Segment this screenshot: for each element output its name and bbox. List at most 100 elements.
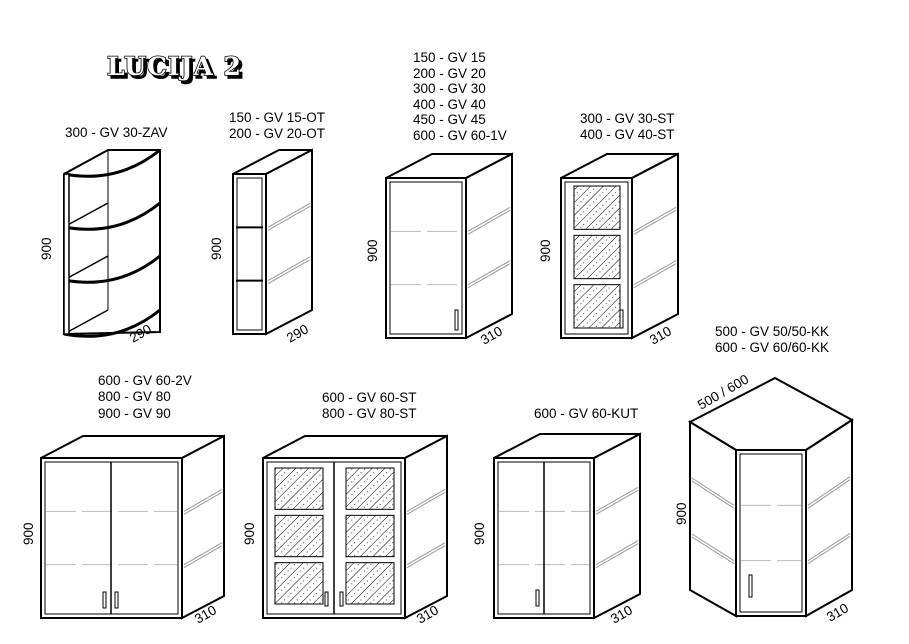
- title: LUCIJA 2: [107, 52, 242, 81]
- cabinet-side: [265, 148, 313, 336]
- door-handle: [102, 591, 107, 609]
- glass-panel: [573, 234, 621, 280]
- cabinet-side: [631, 152, 679, 340]
- height-dimension: 900: [209, 237, 224, 260]
- model-label: 600 - GV 60-2V: [98, 373, 192, 388]
- shelf-line: [183, 542, 223, 566]
- shelf-line: [691, 536, 735, 565]
- height-dimension: 900: [39, 237, 54, 260]
- model-label: 300 - GV 30: [413, 81, 486, 96]
- glass-panel: [274, 514, 324, 558]
- side-panel: [63, 173, 70, 335]
- shelf-line: [595, 489, 639, 515]
- height-dimension: 900: [242, 522, 257, 545]
- height-dimension: 900: [538, 239, 553, 262]
- shelf-line: [183, 491, 223, 515]
- shelf-line: [467, 263, 511, 289]
- door-handle: [324, 591, 329, 607]
- door-handle: [535, 589, 540, 607]
- shelf-edge: [63, 309, 109, 335]
- model-label: 150 - GV 15: [413, 50, 486, 65]
- shelf-line: [633, 263, 677, 289]
- height-dimension: 900: [674, 502, 689, 525]
- model-label: 800 - GV 80: [98, 389, 171, 404]
- glass-panel: [573, 185, 621, 230]
- shelf-edge: [63, 255, 109, 281]
- glass-panel: [345, 467, 395, 510]
- door-frame: [389, 181, 463, 335]
- model-label: 500 - GV 50/50-KK: [715, 324, 829, 339]
- door-frame: [739, 453, 803, 613]
- model-label: 150 - GV 15-OT: [229, 110, 325, 125]
- shelf-line: [406, 491, 446, 515]
- cabinet-front: [232, 173, 267, 335]
- shelf-line: [595, 486, 639, 512]
- cabinet-side: [181, 434, 225, 620]
- door-frame: [236, 177, 263, 331]
- shelf-line: [467, 209, 511, 235]
- shelf-line: [467, 260, 511, 286]
- shelf-line: [691, 480, 735, 509]
- cabinet-front: [385, 177, 467, 339]
- shelf-line: [595, 543, 639, 569]
- shelf-curve: [63, 148, 161, 178]
- cabinet-right-side: [805, 418, 853, 618]
- door-handle: [454, 309, 459, 331]
- shelf-line: [267, 202, 311, 228]
- glass-panel: [274, 562, 324, 605]
- shelf-line: [406, 488, 446, 512]
- shelf-line: [691, 477, 735, 506]
- door-frame: [564, 181, 629, 335]
- shelf-line: [183, 488, 223, 512]
- shelf-curve: [63, 308, 161, 338]
- depth-dimension: 290: [284, 321, 311, 345]
- cabinet-front: [735, 449, 807, 617]
- shelf-line: [595, 540, 639, 566]
- glass-panel: [573, 284, 621, 329]
- model-label: 300 - GV 30-ZAV: [65, 125, 168, 140]
- shelf-line: [691, 533, 735, 562]
- shelf-line: [406, 545, 446, 569]
- door-handle: [114, 591, 119, 609]
- glass-panel: [274, 467, 324, 510]
- shelf-line: [807, 476, 851, 506]
- height-dimension: 900: [472, 522, 487, 545]
- door-handle: [619, 309, 624, 329]
- cabinet-double-door: 600 - GV 60-2V 800 - GV 80 900 - GV 90 9…: [21, 373, 219, 627]
- model-label: 200 - GV 20-OT: [229, 126, 325, 141]
- glass-panel: [345, 562, 395, 605]
- cabinet-back: [63, 149, 161, 336]
- shelf-line: [633, 206, 677, 232]
- model-label: 300 - GV 30-ST: [580, 111, 675, 126]
- shelf-line: [267, 256, 311, 282]
- shelf-line: [267, 205, 311, 231]
- model-label: 600 - GV 60-KUT: [534, 406, 638, 421]
- model-label: 400 - GV 40-ST: [580, 127, 675, 142]
- shelf-line: [633, 260, 677, 286]
- model-label: 900 - GV 90: [98, 406, 171, 421]
- shelf-edge: [63, 149, 109, 175]
- shelf-line: [406, 542, 446, 566]
- model-label: 200 - GV 20: [413, 66, 486, 81]
- model-label: 600 - GV 60/60-KK: [715, 340, 829, 355]
- cabinet-side: [404, 434, 448, 620]
- shelf-line: [267, 259, 311, 285]
- shelf-edge: [63, 202, 109, 228]
- shelf-line: [633, 209, 677, 235]
- shelf-line: [467, 206, 511, 232]
- shelf-line: [807, 532, 851, 562]
- model-label: 600 - GV 60-ST: [322, 390, 417, 405]
- cabinet-double-glass-door: 600 - GV 60-ST 800 - GV 80-ST 900 310: [242, 390, 441, 627]
- model-label: 800 - GV 80-ST: [322, 406, 417, 421]
- shelf-curve: [63, 254, 161, 284]
- glass-panel: [345, 514, 395, 558]
- cabinet-side: [593, 432, 641, 620]
- height-dimension: 900: [21, 522, 36, 545]
- door-handle: [339, 591, 344, 607]
- shelf-line: [807, 535, 851, 565]
- model-label: 600 - GV 60-1V: [413, 128, 507, 143]
- shelf-line: [807, 479, 851, 509]
- model-label: 400 - GV 40: [413, 97, 486, 112]
